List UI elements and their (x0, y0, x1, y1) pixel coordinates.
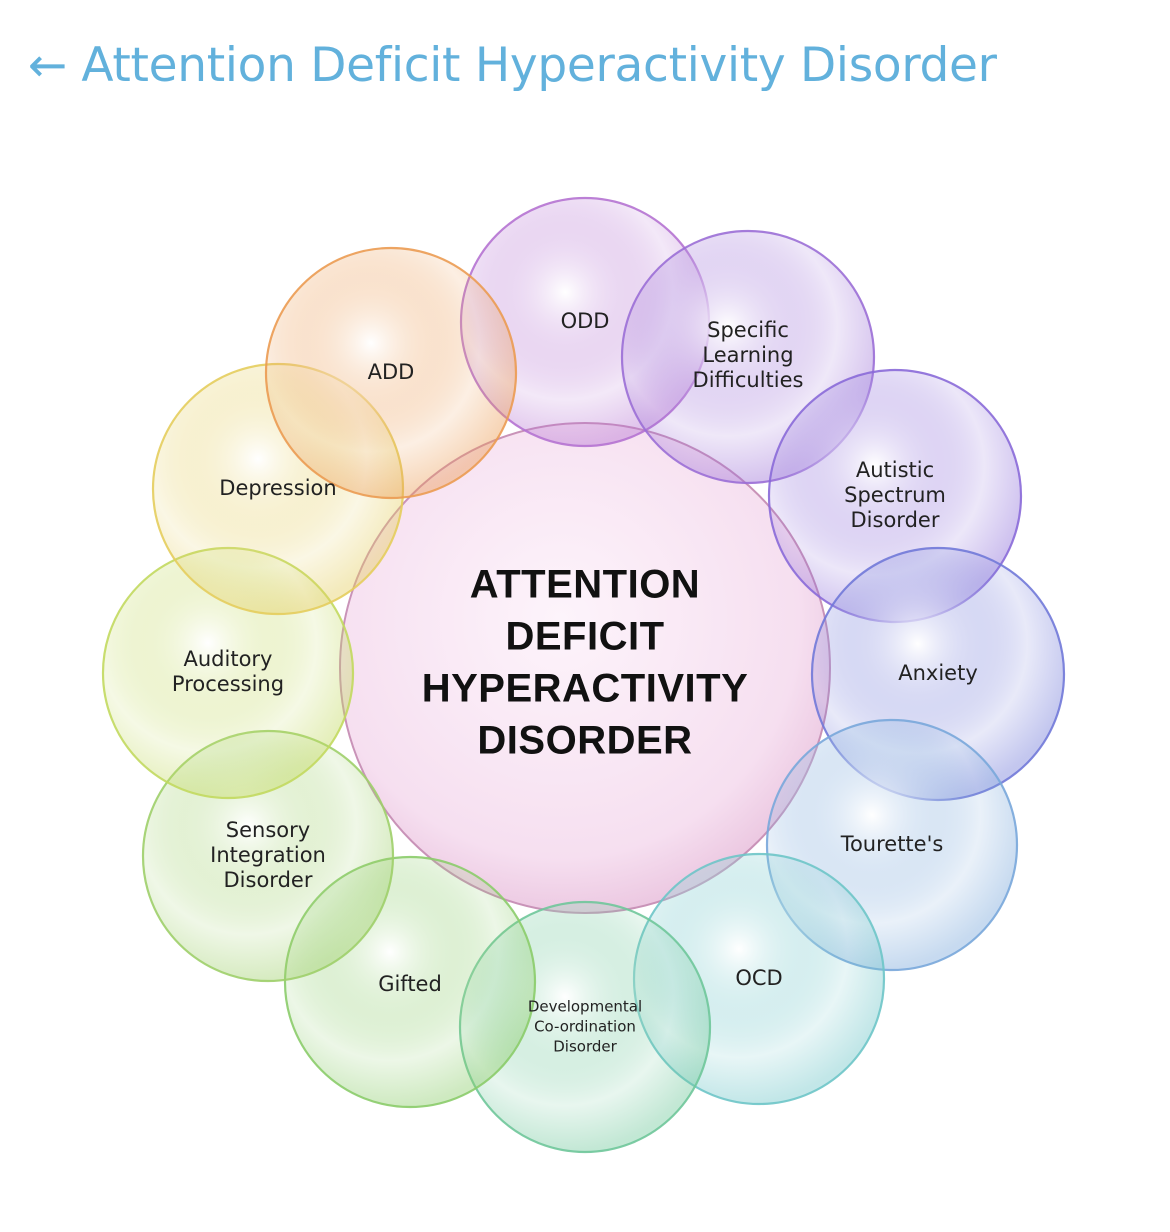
label-sensory-integration-disorder-line-1: Sensory (226, 818, 310, 842)
center-label-line-4: DISORDER (477, 719, 692, 763)
label-specific-learning-difficulties-line-1: Specific (707, 318, 789, 342)
label-developmental-co-ordination-disorder-line-1: Developmental (528, 998, 642, 1016)
back-arrow-icon[interactable]: ← (28, 38, 68, 93)
label-specific-learning-difficulties-line-2: Learning (702, 343, 793, 367)
page-title: Attention Deficit Hyperactivity Disorder (81, 38, 997, 93)
label-odd-line-1: ODD (561, 309, 610, 333)
circle-add (264, 246, 518, 500)
label-auditory-processing-line-2: Processing (172, 672, 284, 696)
label-tourettes-line-1: Tourette's (840, 832, 944, 856)
label-sensory-integration-disorder-line-3: Disorder (224, 868, 313, 892)
label-specific-learning-difficulties-line-3: Difficulties (693, 368, 804, 392)
page-header: ← Attention Deficit Hyperactivity Disord… (28, 42, 997, 89)
label-sensory-integration-disorder-line-2: Integration (210, 843, 326, 867)
label-depression-line-1: Depression (219, 476, 336, 500)
center-label-line-1: ATTENTION (470, 563, 700, 607)
label-anxiety-line-1: Anxiety (898, 661, 978, 685)
label-autistic-spectrum-disorder-line-3: Disorder (851, 508, 940, 532)
label-autistic-spectrum-disorder-line-2: Spectrum (844, 483, 946, 507)
label-developmental-co-ordination-disorder-line-3: Disorder (553, 1038, 617, 1056)
center-label-line-3: HYPERACTIVITY (422, 667, 749, 711)
label-ocd-line-1: OCD (735, 966, 782, 990)
label-developmental-co-ordination-disorder-line-2: Co-ordination (534, 1018, 636, 1036)
label-auditory-processing-line-1: Auditory (184, 647, 273, 671)
label-autistic-spectrum-disorder-line-1: Autistic (856, 458, 934, 482)
satellite-circles-group (101, 196, 1066, 1154)
label-gifted-line-1: Gifted (378, 972, 442, 996)
label-add-line-1: ADD (368, 360, 415, 384)
center-label-line-2: DEFICIT (505, 615, 664, 659)
